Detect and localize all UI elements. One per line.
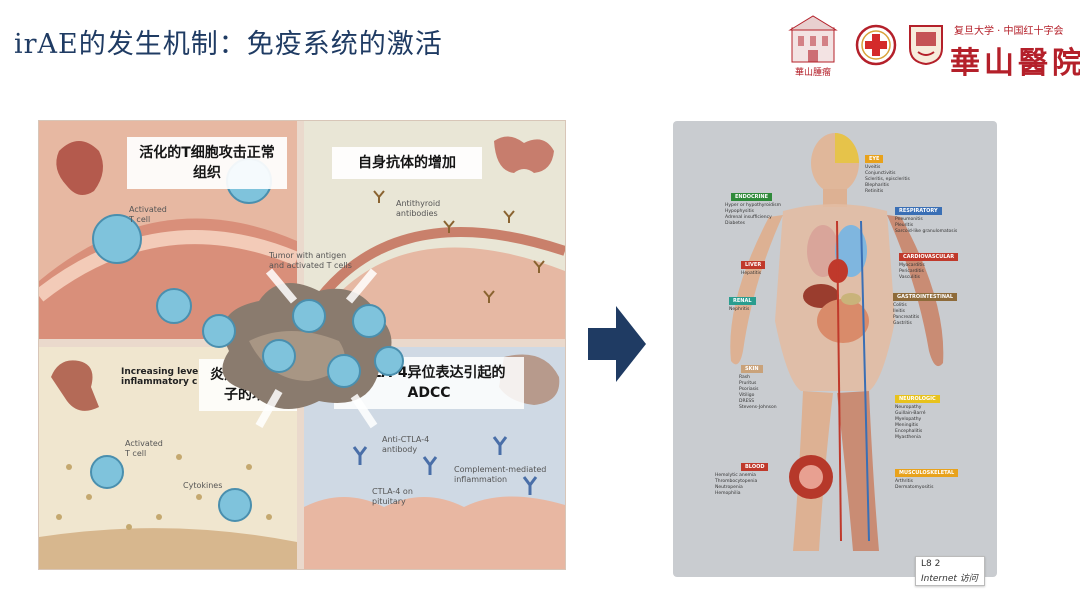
tag-skin: SKIN [741, 365, 763, 373]
thyroid-icon [494, 136, 554, 173]
hospital-seal-logo [906, 22, 946, 66]
caption-autoantibodies: 自身抗体的增加 [332, 147, 482, 179]
irae-mechanism-illustration: 活化的T细胞攻击正常组织 Activated T cell 自身抗体的增加 An… [38, 120, 566, 570]
label-activated-t-cell-2: Activated T cell [125, 439, 163, 459]
list-endocrine: Hyper or hypothyroidism Hypophysitis Adr… [725, 203, 781, 227]
cancer-center-logo: 華山腫瘤 [786, 14, 840, 78]
tag-eye: EYE [865, 155, 883, 163]
list-liver: Hepatitis [741, 271, 761, 277]
tooltip-line1: L8 2 [921, 559, 940, 569]
heart-icon [56, 141, 103, 195]
tag-renal: RENAL [729, 297, 756, 305]
internet-access-tooltip: L8 2 Internet 访问 [915, 556, 985, 586]
label-increasing: Increasing leve inflammatory c [121, 367, 198, 387]
list-eye: Uveitis Conjunctivitis Scleritis, episcl… [865, 165, 910, 195]
tag-gastrointestinal: GASTROINTESTINAL [893, 293, 957, 301]
hospital-name: 華山醫院 [950, 38, 1080, 82]
colon-icon [51, 360, 99, 411]
tooltip-line2: Internet 访问 [921, 571, 978, 584]
tag-neurologic: NEUROLOGIC [895, 395, 940, 403]
list-respiratory: Pneumonitis Pleuritis Sarcoid-like granu… [895, 217, 957, 235]
tag-musculoskeletal: MUSCULOSKELETAL [895, 469, 958, 477]
list-neurologic: Neuropathy Guillain-Barré Myelopathy Men… [895, 405, 926, 441]
tag-blood: BLOOD [741, 463, 768, 471]
label-antithyroid: Antithyroid antibodies [396, 199, 440, 219]
label-tumor: Tumor with antigen and activated T cells [269, 251, 352, 271]
list-blood: Hemolytic anemia Thrombocytopenia Neutro… [715, 473, 757, 497]
label-activated-t-cell: Activated T cell [129, 205, 167, 225]
label-complement: Complement-mediated inflammation [454, 465, 546, 485]
red-cross-logo [855, 24, 897, 66]
list-renal: Nephritis [729, 307, 749, 313]
list-musculoskeletal: Arthritis Dermatomyositis [895, 479, 933, 491]
label-anti-ctla4: Anti-CTLA-4 antibody [382, 435, 429, 455]
tag-respiratory: RESPIRATORY [895, 207, 942, 215]
list-skin: Rash Pruritus Psoriasis Vitiligo DRESS S… [739, 375, 777, 411]
irae-body-map-illustration: EYE Uveitis Conjunctivitis Scleritis, ep… [673, 121, 997, 577]
tag-liver: LIVER [741, 261, 765, 269]
list-cardiovascular: Myocarditis Pericarditis Vasculitis [899, 263, 925, 281]
tumor-cluster [189, 261, 419, 431]
slide-title: irAE的发生机制：免疫系统的激活 [14, 22, 443, 61]
label-cytokines: Cytokines [183, 481, 222, 491]
human-body-figure [673, 121, 997, 577]
label-ctla4-pituitary: CTLA-4 on pituitary [372, 487, 413, 507]
tag-cardiovascular: CARDIOVASCULAR [899, 253, 958, 261]
list-gastrointestinal: Colitis Ileitis Pancreatitis Gastritis [893, 303, 919, 327]
caption-t-cell-attack: 活化的T细胞攻击正常组织 [127, 137, 287, 189]
tower-caption: 華山腫瘤 [786, 65, 840, 78]
tag-endocrine: ENDOCRINE [731, 193, 772, 201]
right-arrow-icon [588, 306, 646, 382]
hospital-affiliation: 复旦大学 · 中国红十字会 [954, 22, 1064, 37]
